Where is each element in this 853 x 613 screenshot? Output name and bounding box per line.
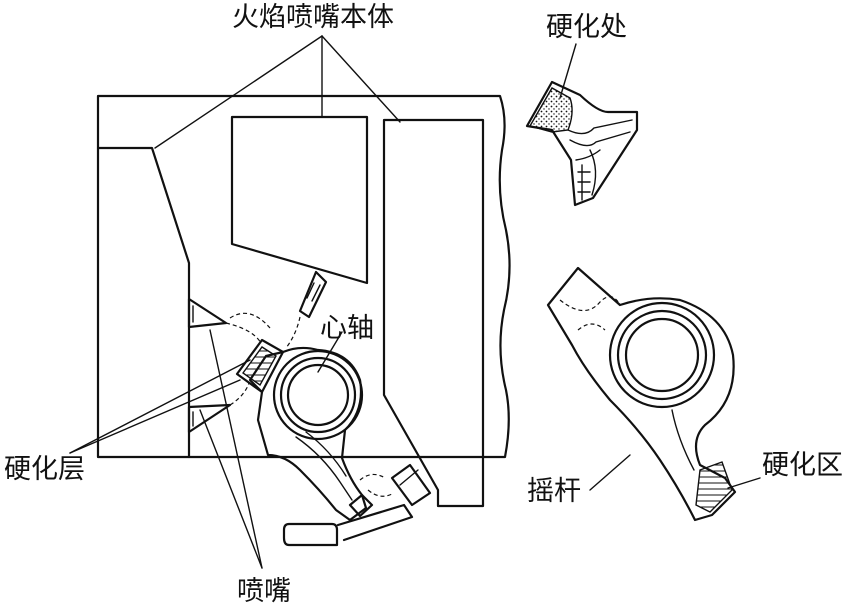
label-hardened-layer: 硬化层 <box>4 454 85 485</box>
right-nozzle-block <box>382 118 485 508</box>
label-hardened-zone: 硬化区 <box>762 450 843 481</box>
nozzle-tip-left-top <box>187 297 228 329</box>
label-mandrel: 心轴 <box>320 313 374 344</box>
label-flame-nozzle-body: 火焰喷嘴本体 <box>232 2 394 33</box>
detail-hardened-spot <box>525 80 639 207</box>
upper-nozzle-block <box>230 115 369 285</box>
label-hardened-spot: 硬化处 <box>546 12 627 43</box>
label-rocker-arm: 摇杆 <box>527 476 581 507</box>
rocker-arm-in-fixture <box>235 338 432 547</box>
label-nozzle: 喷嘴 <box>237 576 291 607</box>
rocker-arm-detail <box>546 266 737 522</box>
leader-lines <box>69 35 761 569</box>
nozzle-tip-upper <box>298 270 328 319</box>
left-nozzle-block <box>96 146 191 459</box>
nozzle-tip-left-bottom <box>187 403 232 434</box>
fixture-frame <box>96 94 511 459</box>
